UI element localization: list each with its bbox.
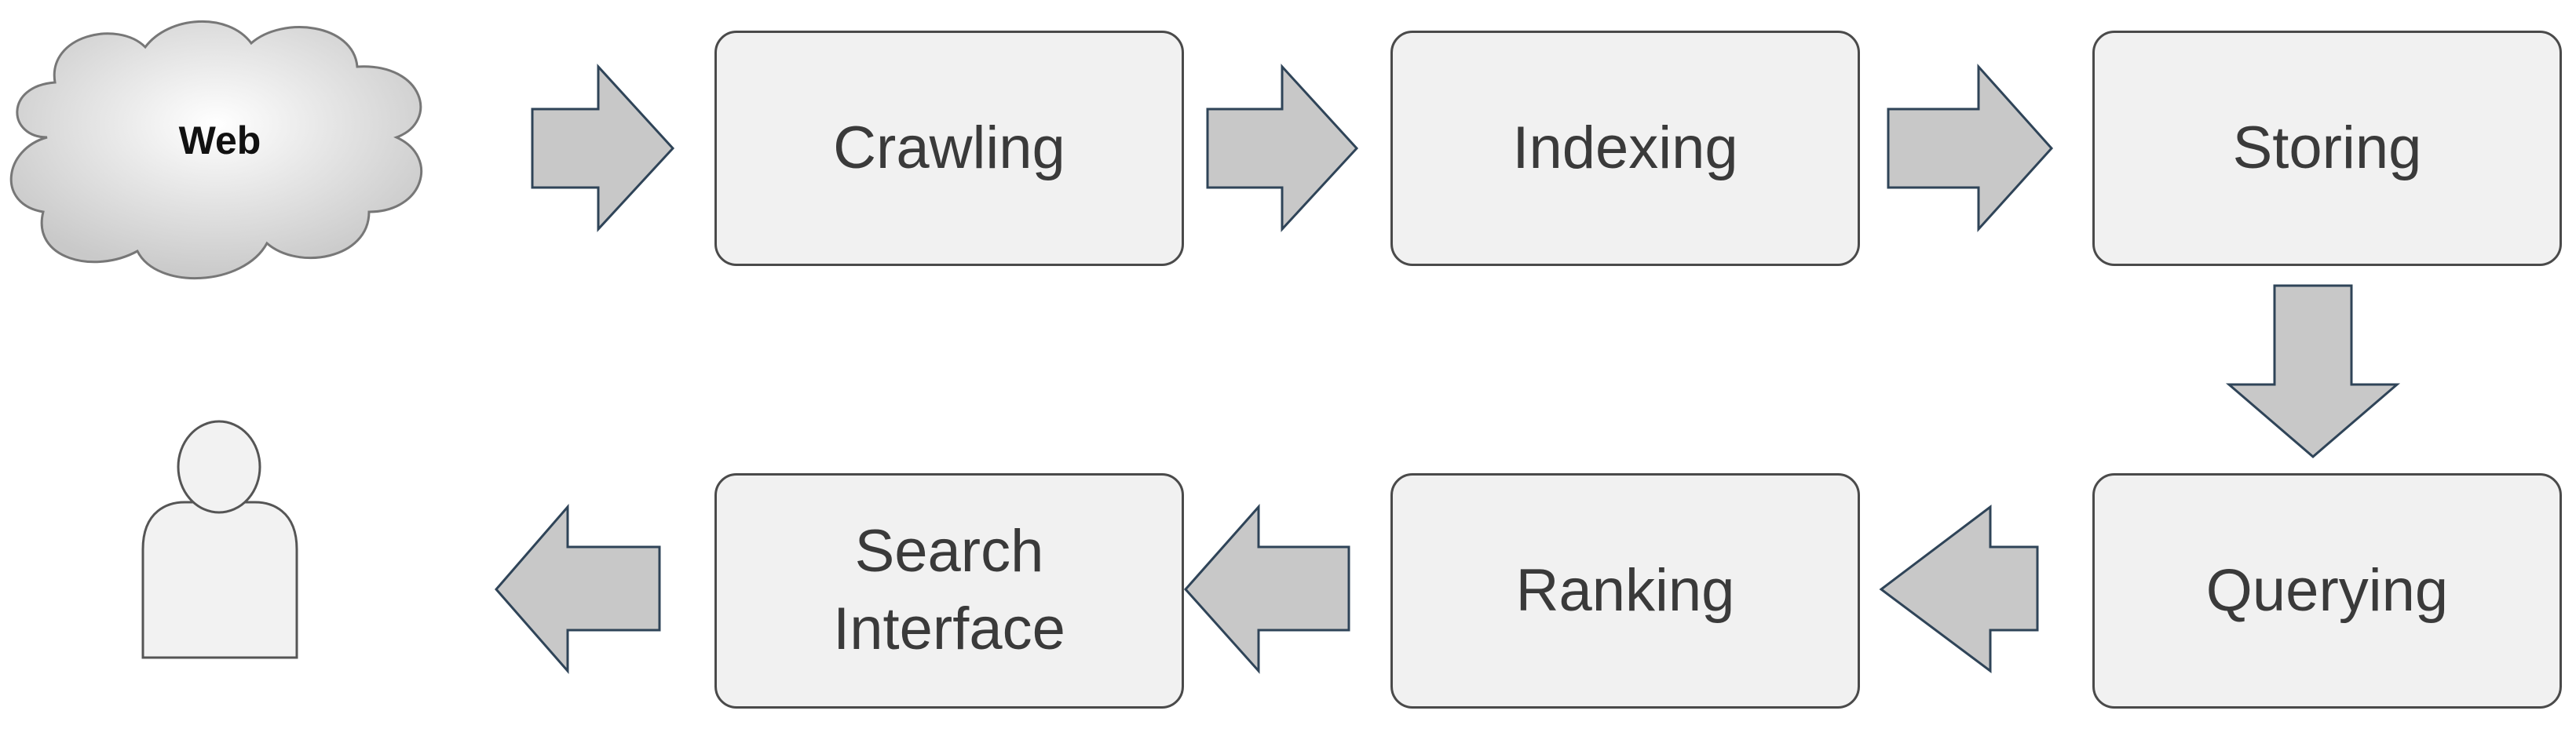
step-search-interface: Search Interface bbox=[714, 473, 1184, 709]
step-storing: Storing bbox=[2092, 31, 2562, 266]
arrow-ranking-to-search-interface bbox=[1183, 504, 1350, 674]
step-label-line-2: Interface bbox=[833, 596, 1065, 662]
arrow-indexing-to-storing bbox=[1887, 64, 2054, 232]
step-querying: Querying bbox=[2092, 473, 2562, 709]
step-label: Querying bbox=[2205, 556, 2449, 624]
arrow-querying-to-ranking bbox=[1879, 504, 2039, 673]
arrow-search-interface-to-user bbox=[495, 503, 661, 674]
arrow-crawling-to-indexing bbox=[1206, 64, 1359, 232]
arrow-storing-to-querying bbox=[2225, 284, 2401, 458]
cloud-icon bbox=[9, 20, 423, 279]
arrow-web-to-crawling bbox=[531, 64, 675, 232]
step-label: Crawling bbox=[833, 114, 1065, 181]
step-label: Indexing bbox=[1512, 114, 1738, 181]
step-ranking: Ranking bbox=[1390, 473, 1860, 709]
step-crawling: Crawling bbox=[714, 31, 1184, 266]
step-label: Storing bbox=[2232, 114, 2422, 181]
step-indexing: Indexing bbox=[1390, 31, 1860, 266]
cloud-label-web: Web bbox=[178, 118, 261, 162]
user-icon bbox=[141, 420, 298, 659]
step-label: Ranking bbox=[1515, 556, 1735, 624]
step-label-line-1: Search bbox=[854, 518, 1044, 585]
